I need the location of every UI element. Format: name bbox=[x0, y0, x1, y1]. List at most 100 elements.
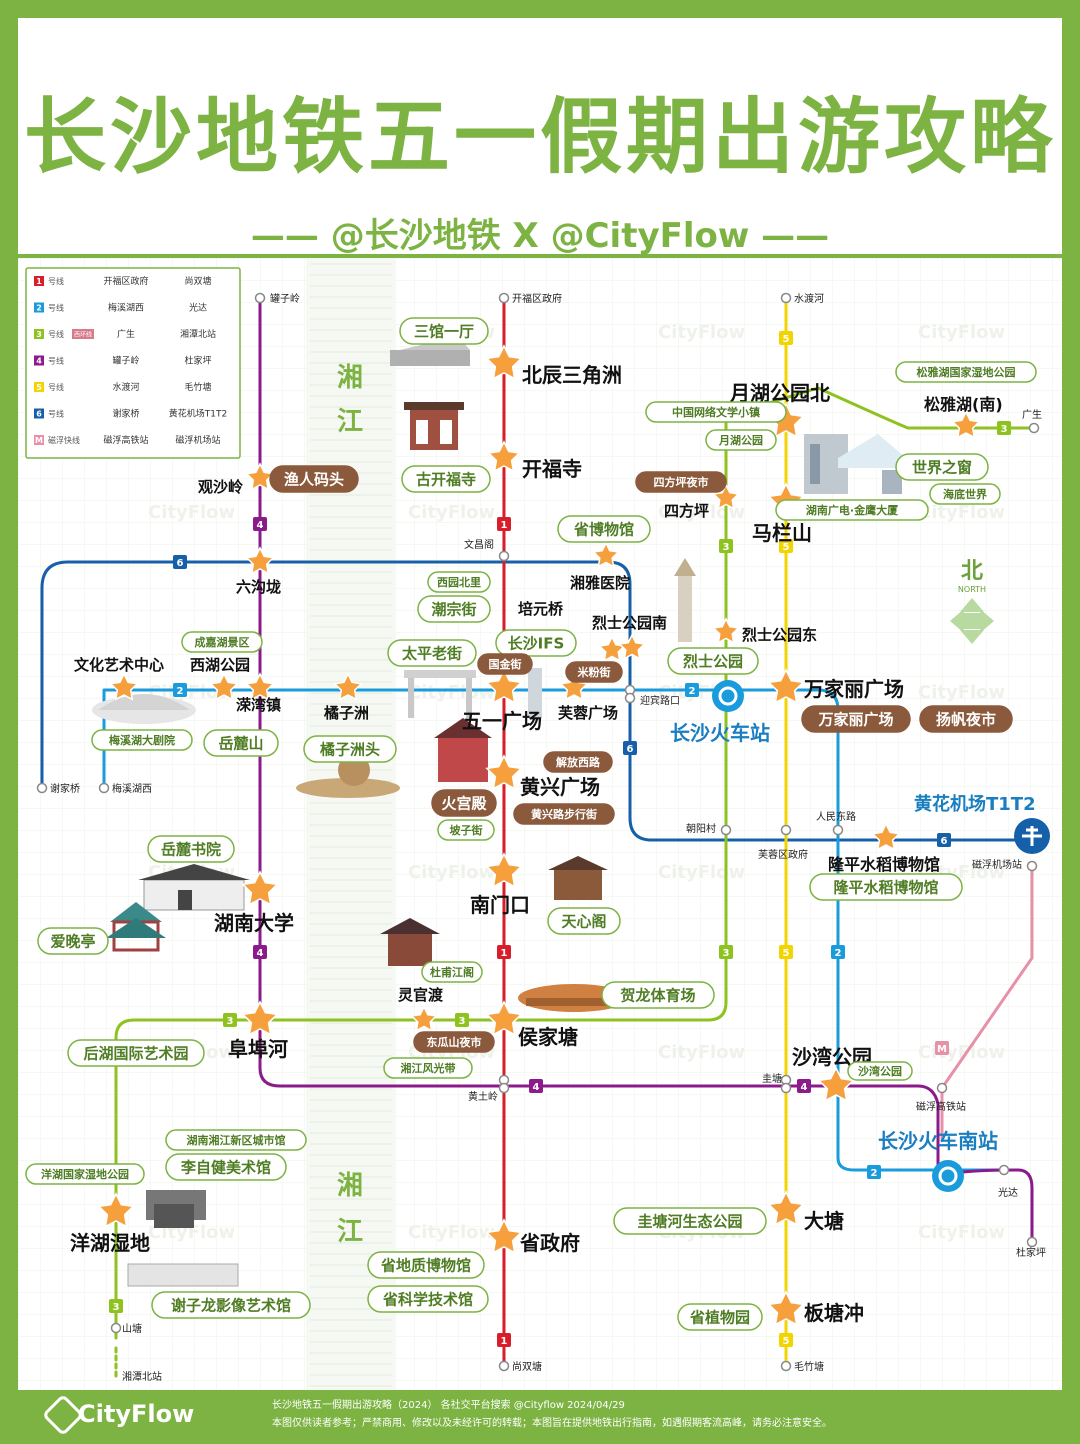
station-label: 观沙岭 bbox=[198, 478, 243, 496]
legend-name: 号线 bbox=[48, 329, 64, 339]
station-dot bbox=[1026, 1236, 1038, 1248]
station-label-minor: 谢家桥 bbox=[50, 782, 80, 795]
attraction-tag-label: 三馆一厅 bbox=[414, 322, 474, 340]
legend-from: 磁浮高铁站 bbox=[103, 434, 148, 446]
station-star-icon bbox=[485, 754, 523, 790]
line-badge: 4 bbox=[797, 1079, 811, 1093]
line-badge: 5 bbox=[779, 1333, 793, 1347]
attraction-tag-label: 湖南湘江新区城市馆 bbox=[187, 1133, 286, 1147]
station-label: 灵官渡 bbox=[398, 986, 444, 1004]
station-label-major: 大塘 bbox=[804, 1209, 844, 1233]
station-label-minor: 广生 bbox=[1022, 408, 1042, 421]
station-label-minor: 开福区政府 bbox=[512, 292, 562, 305]
station-dot bbox=[36, 782, 48, 794]
svg-text:6: 6 bbox=[177, 558, 184, 569]
attraction-tag: 岳麓书院 bbox=[147, 835, 235, 863]
station-star-icon bbox=[591, 541, 621, 568]
svg-text:5: 5 bbox=[783, 334, 790, 345]
svg-text:4: 4 bbox=[801, 1082, 808, 1093]
attraction-tag: 湖南湘江新区城市馆 bbox=[165, 1129, 307, 1151]
attraction-tag-label: 四方坪夜市 bbox=[654, 475, 709, 489]
attraction-tag: 省科学技术馆 bbox=[367, 1285, 489, 1313]
attraction-tag: 太平老街 bbox=[387, 639, 477, 667]
legend-to: 尚双塘 bbox=[184, 275, 211, 287]
station-star-icon bbox=[711, 483, 741, 510]
railway-station-icon bbox=[712, 680, 744, 712]
station-label-major: 湖南大学 bbox=[214, 911, 294, 935]
attraction-tag: 海底世界 bbox=[929, 483, 1001, 505]
station-label: 湘雅医院 bbox=[570, 574, 630, 592]
svg-text:3: 3 bbox=[113, 1302, 120, 1313]
attraction-tag: 杜甫江阁 bbox=[421, 961, 483, 983]
svg-text:1: 1 bbox=[501, 948, 508, 959]
legend-number: 6 bbox=[36, 410, 42, 419]
maglev bbox=[940, 864, 1034, 1140]
footer: CityFlow 长沙地铁五一假期出游攻略（2024） 各社交平台搜索 @Cit… bbox=[0, 1390, 1080, 1444]
dufu-pavilion-icon bbox=[380, 918, 440, 966]
station-star-icon bbox=[333, 672, 363, 701]
station-star-icon bbox=[241, 1000, 279, 1036]
attraction-tag: 省植物园 bbox=[677, 1303, 763, 1331]
svg-text:2: 2 bbox=[177, 686, 184, 697]
xiezilong-museum-icon bbox=[127, 1263, 239, 1287]
station-label-minor: 文昌阁 bbox=[464, 538, 494, 551]
attraction-tag-label: 国金街 bbox=[489, 657, 522, 671]
station-star-icon bbox=[409, 1005, 439, 1032]
attraction-tags: 三馆一厅古开福寺渔人码头省博物馆西园北里潮宗街长沙IFS国金街太平老街米粉街成嘉… bbox=[25, 317, 1037, 1331]
station-label-major: 洋湖湿地 bbox=[70, 1231, 150, 1255]
attraction-tag: 岳麓山 bbox=[203, 729, 279, 757]
legend-tag: 西环线 bbox=[74, 331, 92, 339]
station-dot bbox=[998, 1164, 1010, 1176]
lizijian-museum-icon bbox=[146, 1190, 206, 1228]
station-dot bbox=[1028, 422, 1040, 434]
station-labels: 北辰三角洲开福寺五一广场黄兴广场南门口侯家塘省政府月湖公园北马栏山万家丽广场长沙… bbox=[50, 292, 1046, 1383]
attraction-tag: 省地质博物馆 bbox=[367, 1251, 485, 1279]
station-label-minor: 罐子岭 bbox=[270, 292, 300, 305]
legend-from: 梅溪湖西 bbox=[108, 302, 144, 314]
line-badge: 4 bbox=[529, 1079, 543, 1093]
legend-swatch bbox=[34, 408, 44, 419]
attraction-tag-label: 谢子龙影像艺术馆 bbox=[171, 1296, 291, 1314]
svg-text:2: 2 bbox=[835, 948, 842, 959]
station-label: 芙蓉广场 bbox=[557, 704, 618, 722]
attraction-tag-label: 月湖公园 bbox=[718, 433, 763, 447]
attraction-tag-label: 成嘉湖景区 bbox=[195, 635, 250, 649]
attraction-tag: 万家丽广场 bbox=[801, 705, 911, 733]
attraction-tag: 圭塘河生态公园 bbox=[613, 1207, 767, 1235]
attraction-tag: 三馆一厅 bbox=[399, 317, 489, 345]
attraction-tag-label: 黄兴路步行街 bbox=[531, 807, 597, 821]
attraction-tag: 扬帆夜市 bbox=[919, 705, 1013, 733]
attraction-tag: 隆平水稻博物馆 bbox=[809, 873, 963, 901]
svg-text:2: 2 bbox=[871, 1168, 878, 1179]
river: 湘 江 湘 江 bbox=[306, 258, 396, 1390]
airport-icon bbox=[1014, 818, 1050, 854]
station-dot bbox=[98, 782, 110, 794]
station-dot bbox=[780, 824, 792, 836]
station-star-icon bbox=[871, 822, 901, 851]
svg-text:3: 3 bbox=[723, 948, 730, 959]
legend-number: 1 bbox=[36, 277, 42, 286]
station-dot bbox=[254, 292, 266, 304]
station-label-major: 月湖公园北 bbox=[729, 381, 830, 405]
station-label-major: 北辰三角洲 bbox=[522, 363, 622, 387]
attraction-tag-label: 省地质博物馆 bbox=[380, 1256, 471, 1274]
watermark-text: CityFlow bbox=[658, 322, 745, 343]
attraction-tag-label: 松雅湖国家湿地公园 bbox=[917, 365, 1016, 379]
legend-name: 号线 bbox=[48, 356, 64, 366]
attraction-tag: 贺龙体育场 bbox=[601, 981, 715, 1009]
station-label-minor: 朝阳村 bbox=[686, 822, 716, 835]
station-star-icon bbox=[711, 617, 741, 644]
line-badge: 4 bbox=[253, 945, 267, 959]
station-label-major: 松雅湖(南) bbox=[924, 395, 1003, 414]
station-label: 四方坪 bbox=[664, 502, 709, 520]
attraction-tag-label: 湘江风光带 bbox=[401, 1061, 456, 1075]
attraction-tag-label: 岳麓书院 bbox=[161, 840, 221, 858]
attraction-tag-label: 岳麓山 bbox=[218, 734, 263, 752]
attraction-tag-label: 潮宗街 bbox=[431, 600, 476, 618]
station-star-icon bbox=[485, 668, 523, 704]
station-label-minor: 山塘 bbox=[122, 1322, 142, 1335]
watermark-text: CityFlow bbox=[918, 322, 1005, 343]
